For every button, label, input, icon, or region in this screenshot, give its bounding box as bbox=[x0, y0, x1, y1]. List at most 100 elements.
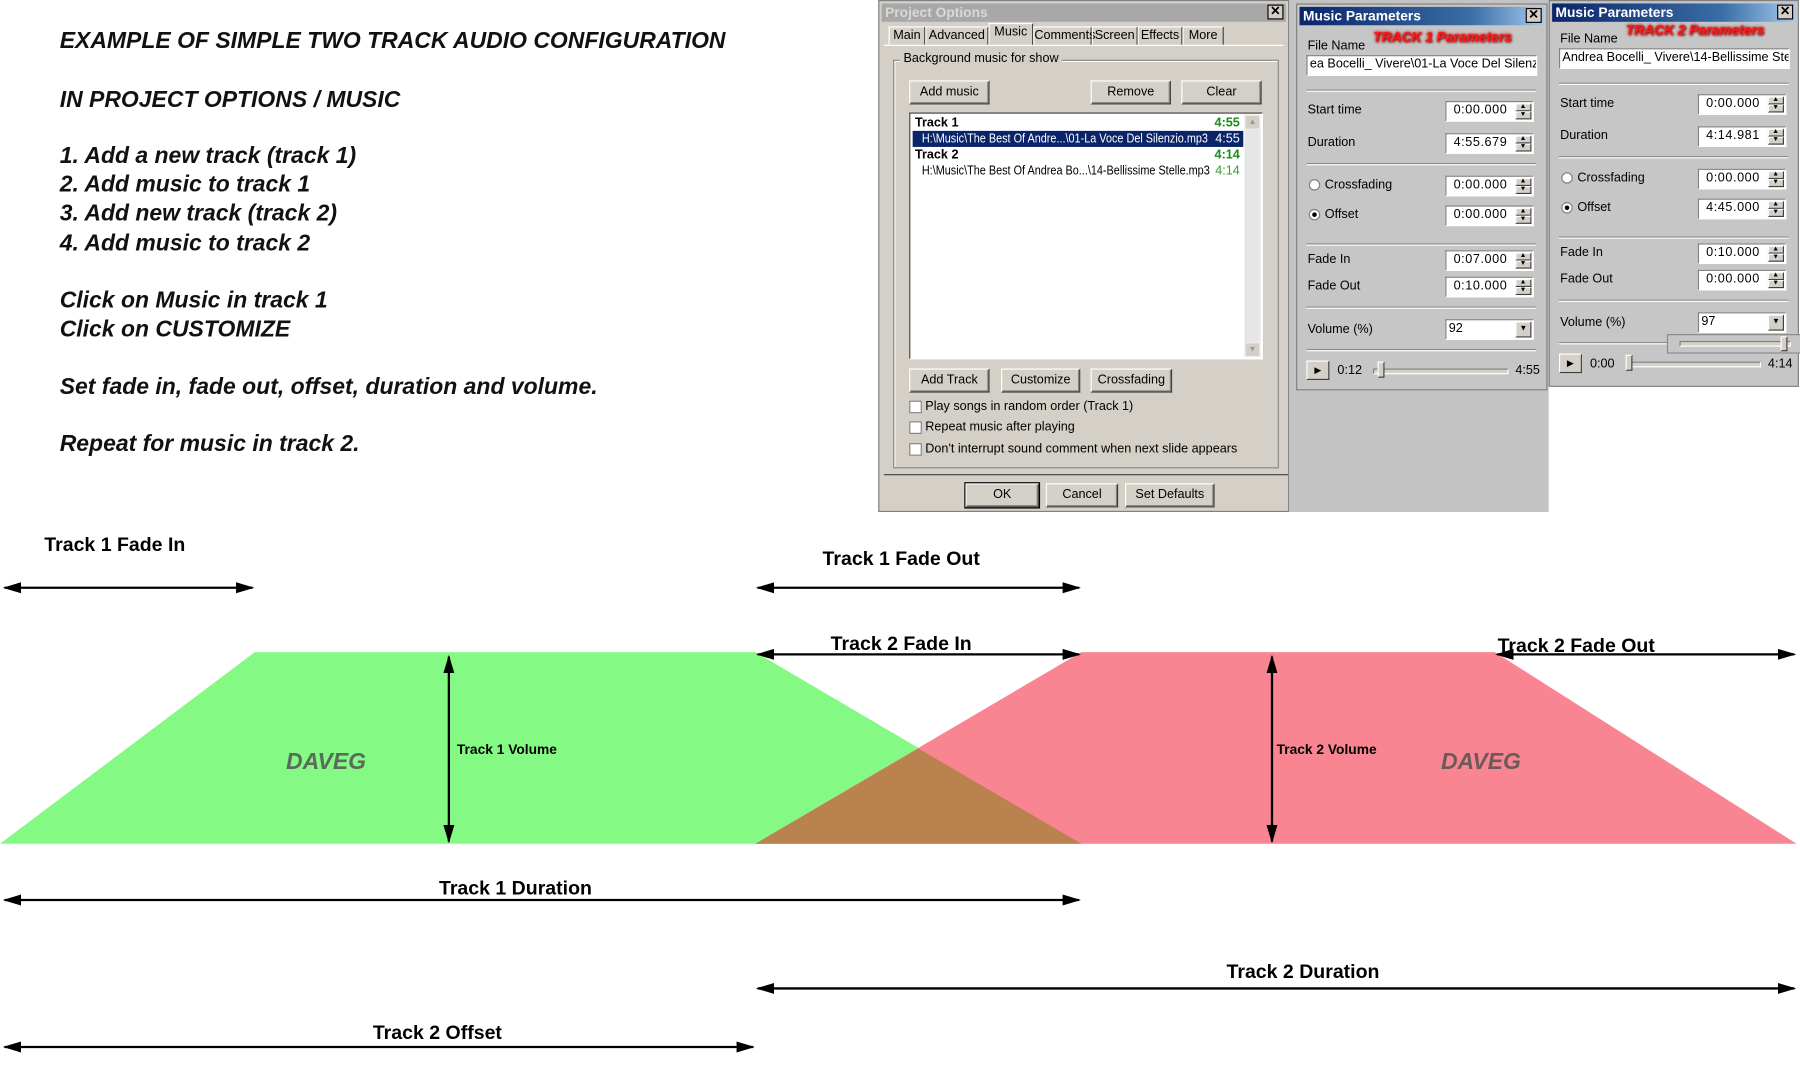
tab-comments[interactable]: Comments bbox=[1033, 26, 1095, 45]
spin-up-icon[interactable]: ▲ bbox=[1767, 200, 1784, 209]
volume-slider-thumb[interactable] bbox=[1780, 336, 1788, 352]
add-music-button[interactable]: Add music bbox=[909, 80, 990, 105]
list-scrollbar[interactable]: ▲ ▼ bbox=[1244, 114, 1261, 358]
scroll-up-icon[interactable]: ▲ bbox=[1244, 114, 1261, 130]
music-parameters-titlebar[interactable]: Music Parameters✕ bbox=[1552, 3, 1796, 22]
spinner[interactable]: ▲▼ bbox=[1515, 278, 1532, 296]
volume-slider[interactable] bbox=[1679, 340, 1791, 347]
close-icon[interactable]: ✕ bbox=[1267, 4, 1284, 20]
play-icon: ▶ bbox=[1566, 358, 1574, 369]
volume-select[interactable]: 97▼ bbox=[1697, 312, 1787, 333]
spinner[interactable]: ▲▼ bbox=[1515, 252, 1532, 269]
spin-up-icon[interactable]: ▲ bbox=[1515, 103, 1532, 112]
ok-button[interactable]: OK bbox=[964, 482, 1041, 509]
crossfading-radio[interactable] bbox=[1561, 172, 1573, 184]
spinner[interactable]: ▲▼ bbox=[1767, 171, 1784, 188]
fade-out-field[interactable]: 0:00.000▲▼ bbox=[1697, 269, 1787, 291]
spinner[interactable]: ▲▼ bbox=[1767, 96, 1784, 113]
dont-interrupt-checkbox[interactable] bbox=[909, 443, 922, 456]
spin-down-icon[interactable]: ▼ bbox=[1515, 287, 1532, 296]
playback-slider-thumb[interactable] bbox=[1378, 361, 1385, 378]
set-defaults-button[interactable]: Set Defaults bbox=[1125, 483, 1215, 508]
playback-slider-thumb[interactable] bbox=[1625, 354, 1633, 371]
tab-screen[interactable]: Screen bbox=[1091, 26, 1138, 45]
spin-down-icon[interactable]: ▼ bbox=[1515, 260, 1532, 269]
spin-up-icon[interactable]: ▲ bbox=[1767, 128, 1784, 137]
play-button[interactable]: ▶ bbox=[1306, 360, 1330, 380]
random-order-checkbox[interactable] bbox=[909, 400, 922, 414]
tab-more[interactable]: More bbox=[1182, 26, 1224, 45]
cancel-button[interactable]: Cancel bbox=[1045, 483, 1119, 508]
spin-up-icon[interactable]: ▲ bbox=[1767, 272, 1784, 281]
spinner[interactable]: ▲▼ bbox=[1515, 103, 1532, 120]
fade-in-field[interactable]: 0:07.000▲▼ bbox=[1445, 250, 1534, 271]
spin-up-icon[interactable]: ▲ bbox=[1515, 252, 1532, 261]
project-options-titlebar[interactable]: Project Options ✕ bbox=[881, 3, 1286, 22]
crossfading-field[interactable]: 0:00.000▲▼ bbox=[1697, 168, 1787, 190]
track-file-item[interactable]: H:\Music\The Best Of Andrea Bo...\14-Bel… bbox=[913, 163, 1244, 179]
scroll-down-icon[interactable]: ▼ bbox=[1244, 342, 1261, 358]
chevron-down-icon[interactable]: ▼ bbox=[1767, 314, 1784, 331]
spin-down-icon[interactable]: ▼ bbox=[1515, 111, 1532, 120]
spin-down-icon[interactable]: ▼ bbox=[1767, 253, 1784, 262]
tab-effects[interactable]: Effects bbox=[1137, 26, 1183, 45]
customize-button[interactable]: Customize bbox=[1001, 368, 1081, 393]
spin-down-icon[interactable]: ▼ bbox=[1767, 136, 1784, 145]
chevron-down-icon[interactable]: ▼ bbox=[1515, 321, 1532, 338]
start-time-field[interactable]: 0:00.000▲▼ bbox=[1445, 101, 1534, 122]
spinner[interactable]: ▲▼ bbox=[1767, 200, 1784, 217]
remove-button[interactable]: Remove bbox=[1090, 80, 1171, 105]
spin-up-icon[interactable]: ▲ bbox=[1515, 278, 1532, 287]
spin-up-icon[interactable]: ▲ bbox=[1767, 96, 1784, 105]
spin-up-icon[interactable]: ▲ bbox=[1767, 245, 1784, 254]
spinner[interactable]: ▲▼ bbox=[1767, 128, 1784, 145]
fade-out-field[interactable]: 0:10.000▲▼ bbox=[1445, 276, 1534, 298]
tab-main[interactable]: Main bbox=[888, 26, 926, 45]
spin-up-icon[interactable]: ▲ bbox=[1515, 135, 1532, 144]
crossfading-field[interactable]: 0:00.000▲▼ bbox=[1445, 175, 1534, 197]
tab-music[interactable]: Music bbox=[988, 22, 1034, 46]
close-icon[interactable]: ✕ bbox=[1777, 4, 1794, 20]
tab-advanced[interactable]: Advanced bbox=[925, 26, 989, 45]
crossfading-button[interactable]: Crossfading bbox=[1090, 368, 1173, 393]
offset-radio[interactable] bbox=[1308, 208, 1321, 221]
spin-up-icon[interactable]: ▲ bbox=[1515, 177, 1532, 186]
spin-down-icon[interactable]: ▼ bbox=[1515, 143, 1532, 152]
spin-up-icon[interactable]: ▲ bbox=[1515, 207, 1532, 216]
offset-field[interactable]: 4:45.000▲▼ bbox=[1697, 198, 1787, 220]
offset-radio[interactable] bbox=[1561, 202, 1573, 214]
spin-down-icon[interactable]: ▼ bbox=[1767, 280, 1784, 289]
spinner[interactable]: ▲▼ bbox=[1515, 135, 1532, 152]
music-parameters-titlebar[interactable]: Music Parameters✕ bbox=[1299, 6, 1545, 26]
fade-in-field[interactable]: 0:10.000▲▼ bbox=[1697, 243, 1787, 265]
offset-field[interactable]: 0:00.000▲▼ bbox=[1445, 205, 1534, 227]
close-icon[interactable]: ✕ bbox=[1525, 8, 1542, 23]
spinner[interactable]: ▲▼ bbox=[1515, 207, 1532, 224]
spinner[interactable]: ▲▼ bbox=[1767, 272, 1784, 289]
spin-down-icon[interactable]: ▼ bbox=[1767, 179, 1784, 188]
spin-down-icon[interactable]: ▼ bbox=[1767, 104, 1784, 113]
start-time-field[interactable]: 0:00.000▲▼ bbox=[1697, 94, 1787, 115]
spinner[interactable]: ▲▼ bbox=[1515, 177, 1532, 195]
file-name-input[interactable]: ea Bocelli_ Vivere\01-La Voce Del Silenz… bbox=[1306, 55, 1538, 76]
track-file-item[interactable]: H:\Music\The Best Of Andre...\01-La Voce… bbox=[912, 130, 1244, 147]
add-track-button[interactable]: Add Track bbox=[909, 368, 990, 393]
spin-down-icon[interactable]: ▼ bbox=[1515, 215, 1532, 224]
spinner[interactable]: ▲▼ bbox=[1767, 245, 1784, 262]
duration-field[interactable]: 4:55.679▲▼ bbox=[1445, 133, 1534, 154]
divider bbox=[883, 474, 1289, 476]
volume-select[interactable]: 92▼ bbox=[1445, 319, 1534, 340]
clear-button[interactable]: Clear bbox=[1181, 80, 1262, 105]
spin-down-icon[interactable]: ▼ bbox=[1767, 208, 1784, 217]
spin-down-icon[interactable]: ▼ bbox=[1515, 185, 1532, 195]
duration-field[interactable]: 4:14.981▲▼ bbox=[1697, 126, 1787, 147]
play-button[interactable]: ▶ bbox=[1558, 353, 1582, 374]
crossfading-radio[interactable] bbox=[1308, 179, 1321, 191]
playback-slider[interactable] bbox=[1373, 368, 1509, 375]
repeat-music-checkbox[interactable] bbox=[909, 421, 922, 434]
spin-up-icon[interactable]: ▲ bbox=[1767, 171, 1784, 180]
file-name-input[interactable]: Andrea Bocelli_ Vivere\14-Bellissime Ste… bbox=[1558, 48, 1790, 69]
